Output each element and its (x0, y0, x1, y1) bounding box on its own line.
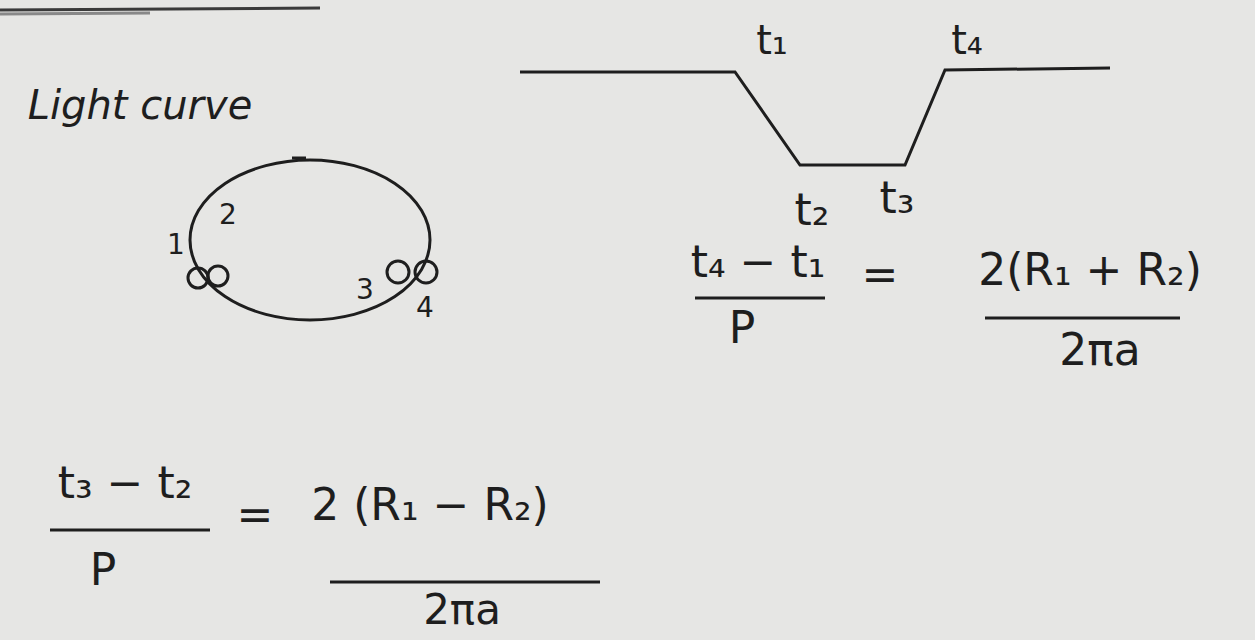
formula-term: = (237, 493, 274, 537)
formula-term: 2 (R₁ − R₂) (311, 483, 549, 527)
time-label: t₂ (795, 188, 830, 232)
formula-term: P (729, 306, 756, 350)
position-number: 4 (416, 294, 434, 322)
fraction-bar (50, 529, 210, 532)
formula-term: 2πa (423, 589, 501, 631)
formula-term: P (90, 548, 117, 592)
position-number: 2 (219, 201, 237, 229)
secondary-position (188, 268, 208, 288)
secondary-position (387, 261, 409, 283)
time-label: t₃ (880, 176, 915, 220)
tick (292, 157, 306, 160)
formula-term: 2(R₁ + R₂) (978, 248, 1202, 292)
position-number: 3 (356, 276, 374, 304)
fraction-bar (985, 317, 1180, 320)
light-curve (520, 68, 1110, 165)
position-number: 1 (167, 231, 185, 259)
fraction-bar (695, 297, 825, 300)
title-note: Light curve (28, 85, 253, 125)
formula-term: t₃ − t₂ (58, 461, 193, 505)
top-rule-shadow (0, 13, 150, 14)
fraction-bar (330, 581, 600, 584)
time-label: t₁ (756, 20, 788, 60)
secondary-position (208, 266, 228, 286)
formula-term: 2πa (1059, 328, 1140, 372)
primary-star (190, 160, 430, 320)
secondary-position (415, 261, 437, 283)
time-label: t₄ (951, 20, 983, 60)
top-rule (0, 8, 320, 10)
formula-term: = (862, 253, 899, 297)
formula-term: t₄ − t₁ (691, 240, 826, 284)
